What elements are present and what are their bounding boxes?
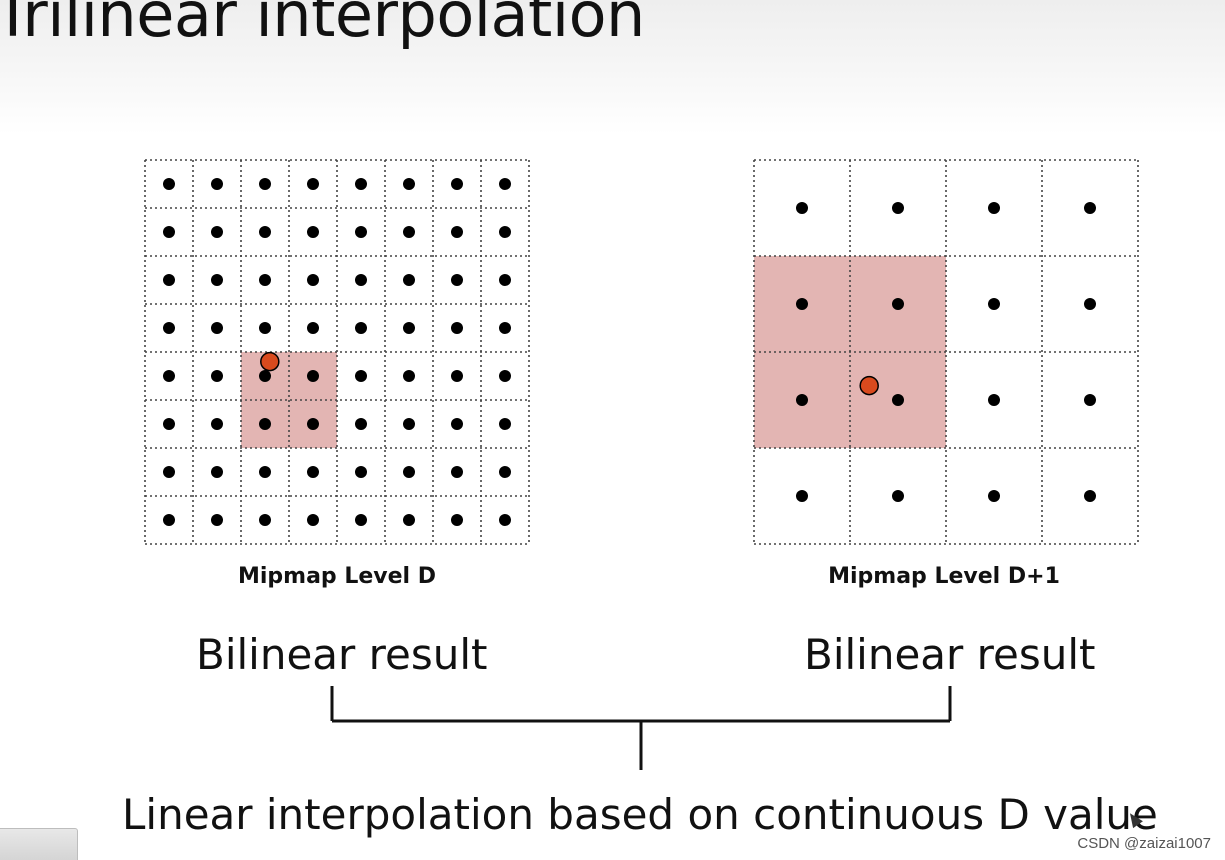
texel-dot xyxy=(307,322,319,334)
texel-dot xyxy=(451,274,463,286)
texel-dot xyxy=(355,514,367,526)
texel-dot xyxy=(499,226,511,238)
texel-dot xyxy=(307,418,319,430)
texel-dot xyxy=(211,418,223,430)
linear-interpolation-caption: Linear interpolation based on continuous… xyxy=(122,790,1158,839)
texel-dot xyxy=(403,418,415,430)
texel-dot xyxy=(307,514,319,526)
texel-dot xyxy=(796,298,808,310)
texel-dot xyxy=(259,226,271,238)
texel-dot xyxy=(259,466,271,478)
texel-dot xyxy=(355,178,367,190)
texel-dot xyxy=(403,370,415,382)
texel-dot xyxy=(211,322,223,334)
texel-dot xyxy=(892,298,904,310)
texel-dot xyxy=(892,490,904,502)
texel-dot xyxy=(259,370,271,382)
texel-dot xyxy=(1084,394,1096,406)
texel-dot xyxy=(259,178,271,190)
texel-dot xyxy=(451,370,463,382)
texel-dot xyxy=(259,274,271,286)
texel-dot xyxy=(307,370,319,382)
texel-dot xyxy=(796,202,808,214)
texel-dot xyxy=(163,514,175,526)
texel-dot xyxy=(403,514,415,526)
texel-dot xyxy=(451,418,463,430)
texel-dot xyxy=(796,490,808,502)
texel-dot xyxy=(211,178,223,190)
texel-dot xyxy=(307,274,319,286)
texel-dot xyxy=(163,466,175,478)
corner-decoration xyxy=(0,828,78,860)
combine-bracket xyxy=(330,686,952,770)
texel-dot xyxy=(451,466,463,478)
slide-title: Trilinear interpolation xyxy=(0,0,645,51)
texel-dot xyxy=(355,466,367,478)
texel-dot xyxy=(403,226,415,238)
texel-dot xyxy=(1084,298,1096,310)
texel-dot xyxy=(259,514,271,526)
texel-dot xyxy=(892,202,904,214)
texel-dot xyxy=(499,322,511,334)
texel-dot xyxy=(1084,202,1096,214)
texel-dot xyxy=(988,490,1000,502)
texel-dot xyxy=(211,226,223,238)
texel-dot xyxy=(403,466,415,478)
texel-dot xyxy=(307,178,319,190)
texel-dot xyxy=(988,202,1000,214)
texel-dot xyxy=(307,226,319,238)
texel-dot xyxy=(451,322,463,334)
texel-dot xyxy=(163,370,175,382)
texel-dot xyxy=(355,274,367,286)
sample-point xyxy=(260,351,280,372)
texel-dot xyxy=(163,322,175,334)
texel-dot xyxy=(499,370,511,382)
texel-dot xyxy=(499,274,511,286)
texel-dot xyxy=(259,322,271,334)
texel-dot xyxy=(988,394,1000,406)
texel-dot xyxy=(163,226,175,238)
texel-dot xyxy=(499,466,511,478)
bilinear-result-left-label: Bilinear result xyxy=(196,630,488,679)
texel-dot xyxy=(163,418,175,430)
sample-point xyxy=(859,375,879,396)
watermark: CSDN @zaizai1007 xyxy=(1077,835,1211,852)
texel-dot xyxy=(163,274,175,286)
texel-dot xyxy=(163,178,175,190)
texel-dot xyxy=(796,394,808,406)
mipmap-level-d-label: Mipmap Level D xyxy=(238,564,436,589)
texel-dot xyxy=(451,514,463,526)
bilinear-result-right-label: Bilinear result xyxy=(804,630,1096,679)
texel-dot xyxy=(307,466,319,478)
texel-dot xyxy=(892,394,904,406)
mipmap-level-d1-grid xyxy=(753,159,1139,545)
texel-dot xyxy=(211,274,223,286)
texel-dot xyxy=(451,178,463,190)
texel-dot xyxy=(1084,490,1096,502)
texel-dot xyxy=(211,514,223,526)
texel-dot xyxy=(211,370,223,382)
texel-dot xyxy=(499,418,511,430)
texel-dot xyxy=(988,298,1000,310)
mipmap-level-d-grid xyxy=(144,159,530,545)
texel-dot xyxy=(499,178,511,190)
texel-dot xyxy=(355,418,367,430)
texel-dot xyxy=(403,274,415,286)
mipmap-level-d1-label: Mipmap Level D+1 xyxy=(828,564,1060,589)
texel-dot xyxy=(259,418,271,430)
texel-dot xyxy=(355,370,367,382)
texel-dot xyxy=(355,226,367,238)
texel-dot xyxy=(451,226,463,238)
texel-dot xyxy=(403,178,415,190)
texel-dot xyxy=(211,466,223,478)
texel-dot xyxy=(403,322,415,334)
texel-dot xyxy=(355,322,367,334)
texel-dot xyxy=(499,514,511,526)
